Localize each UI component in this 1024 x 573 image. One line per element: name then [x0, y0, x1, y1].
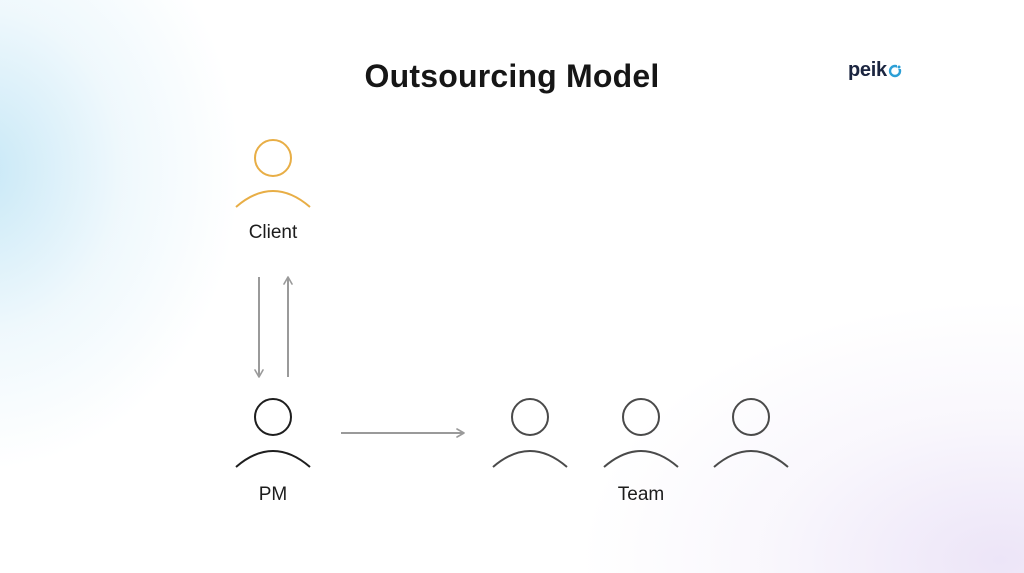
client-person-icon — [235, 139, 311, 208]
logo-wordmark: peik — [848, 58, 887, 81]
team-member-3-icon — [713, 398, 789, 468]
pm-label: PM — [258, 484, 288, 505]
peiko-logo: peik — [848, 57, 902, 83]
pm-person-icon — [235, 398, 311, 468]
client-label: Client — [248, 222, 298, 243]
team-member-1-icon — [492, 398, 568, 468]
diagram-title: Outsourcing Model — [364, 58, 660, 94]
logo-o-mark-icon — [888, 64, 902, 78]
team-label: Team — [617, 484, 665, 505]
team-member-2-icon — [603, 398, 679, 468]
